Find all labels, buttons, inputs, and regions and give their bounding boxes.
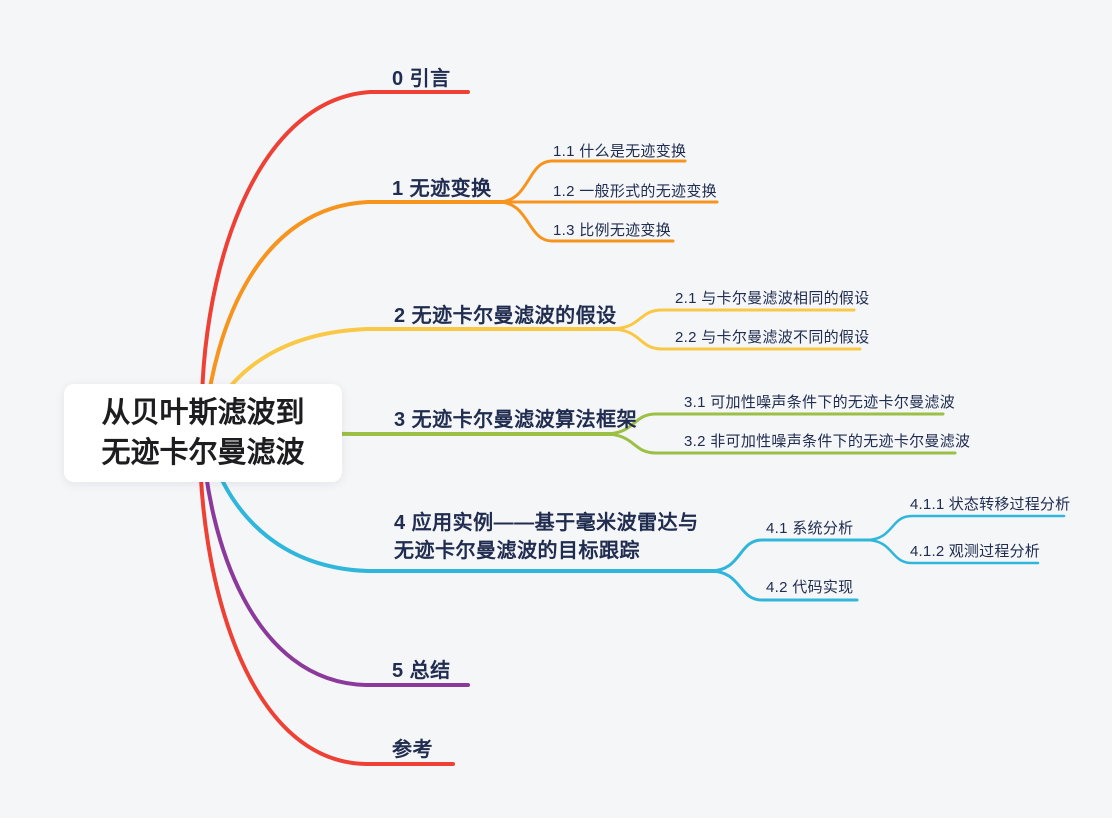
root-title: 从贝叶斯滤波到 无迹卡尔曼滤波	[101, 397, 305, 469]
branch-4-grandchild-2-connector	[864, 538, 1040, 565]
topic-1-2[interactable]: 1.2 一般形式的无迹变换	[553, 183, 717, 200]
topic-4-1-1[interactable]: 4.1.1 状态转移过程分析	[910, 496, 1071, 513]
topic-4-1[interactable]: 4.1 系统分析	[766, 520, 854, 537]
root-node[interactable]: 从贝叶斯滤波到 无迹卡尔曼滤波	[64, 384, 342, 482]
branch-1-child-3-connector	[496, 200, 675, 243]
branch-3-child-2-connector	[602, 432, 957, 455]
topic-4-application[interactable]: 4 应用实例——基于毫米波雷达与无迹卡尔曼滤波的目标跟踪	[394, 512, 699, 562]
topic-2-1[interactable]: 2.1 与卡尔曼滤波相同的假设	[675, 290, 870, 307]
branch-4-child-1-connector	[708, 538, 875, 573]
topic-3-ukf-framework[interactable]: 3 无迹卡尔曼滤波算法框架	[394, 409, 638, 431]
topic-0-intro[interactable]: 0 引言	[392, 68, 451, 90]
topic-4-1-2[interactable]: 4.1.2 观测过程分析	[910, 543, 1040, 560]
topic-1-unscented-transform[interactable]: 1 无迹变换	[392, 178, 492, 200]
branch-4-child-2-connector	[708, 569, 859, 602]
topic-6-references[interactable]: 参考	[392, 739, 433, 761]
branch-2-child-2-connector	[608, 327, 862, 351]
topic-3-2[interactable]: 3.2 非可加性噪声条件下的无迹卡尔曼滤波	[684, 433, 971, 450]
branch-0-connector	[199, 90, 470, 432]
topic-1-3[interactable]: 1.3 比例无迹变换	[553, 222, 672, 239]
branch-6-connector	[197, 432, 455, 766]
branch-4-grandchild-1-connector	[864, 514, 1066, 542]
topic-2-ukf-assumptions[interactable]: 2 无迹卡尔曼滤波的假设	[394, 305, 617, 327]
topic-4-2[interactable]: 4.2 代码实现	[766, 579, 854, 596]
topic-1-1[interactable]: 1.1 什么是无迹变换	[553, 143, 687, 160]
topic-3-1[interactable]: 3.1 可加性噪声条件下的无迹卡尔曼滤波	[684, 394, 956, 411]
topic-5-summary[interactable]: 5 总结	[392, 660, 451, 682]
topic-2-2[interactable]: 2.2 与卡尔曼滤波不同的假设	[675, 329, 870, 346]
branch-1-child-1-connector	[496, 159, 687, 204]
